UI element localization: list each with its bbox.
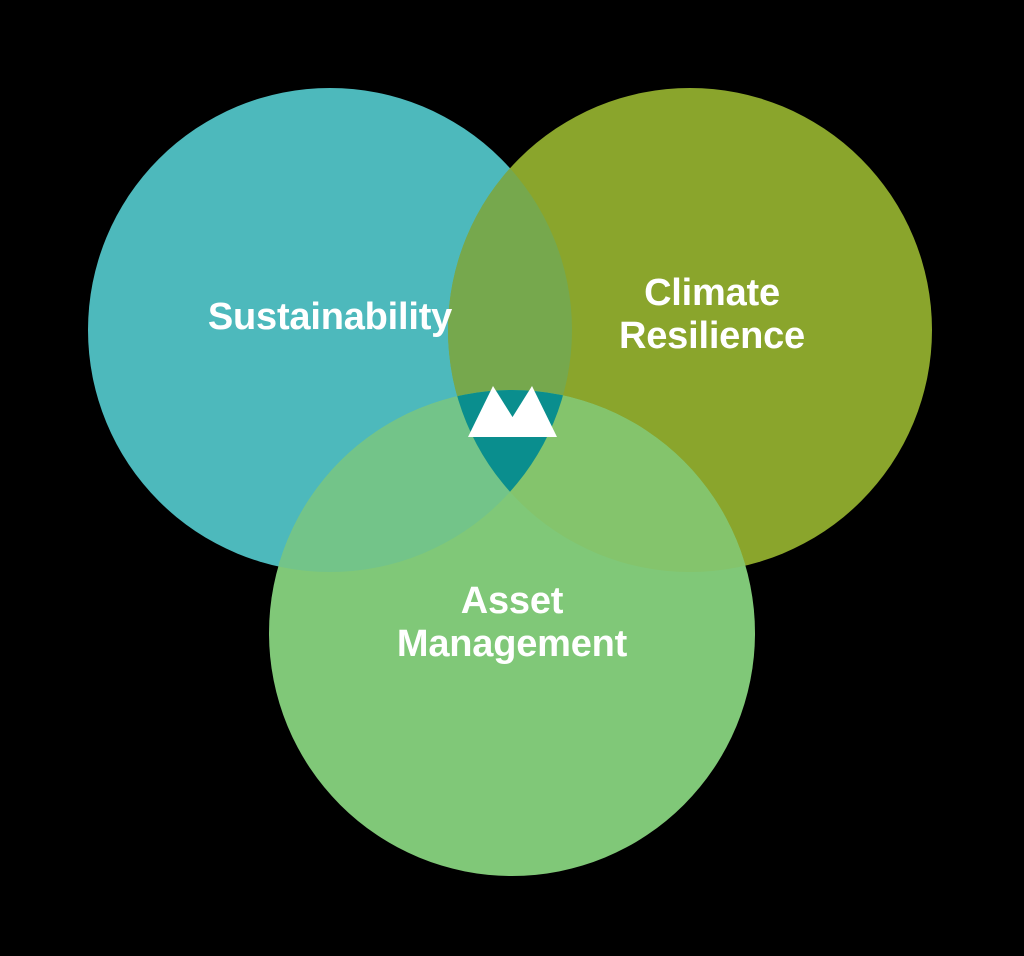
overlap-sustainability-asset bbox=[269, 390, 572, 572]
logo-right-peak bbox=[500, 386, 557, 437]
mountain-m-logo bbox=[468, 386, 557, 437]
overlap-climate-asset bbox=[448, 390, 755, 572]
